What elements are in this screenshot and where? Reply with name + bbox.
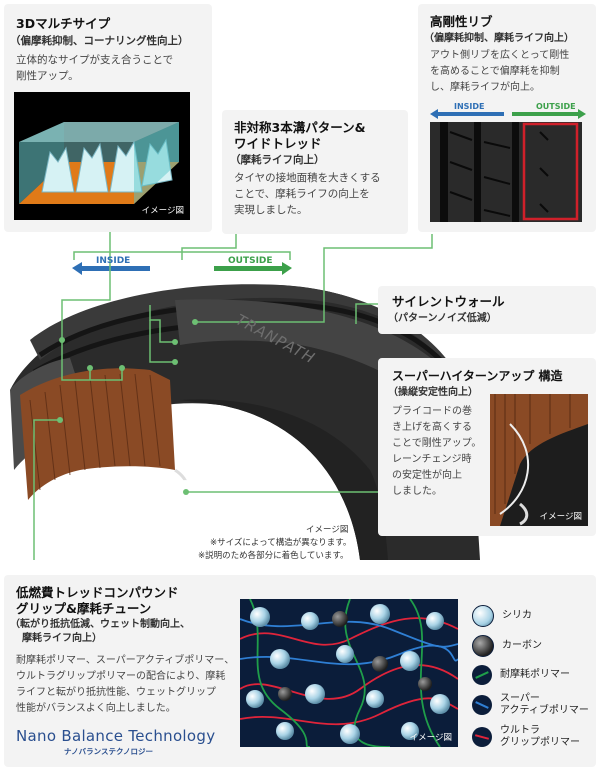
legend-label: 耐摩耗ポリマー (500, 669, 570, 680)
feature-box-compound: 低燃費トレッドコンパウンド グリップ&摩耗チューン （転がり抵抗低減、ウェット制… (4, 575, 596, 767)
tire-outside-label: OUTSIDE (228, 256, 273, 266)
feature-desc-line: を高めることで偏摩耗を抑制 (430, 66, 560, 77)
compound-illustration (240, 599, 458, 747)
feature-title: 高剛性リブ (430, 14, 493, 29)
compound-legend: シリカ カーボン 耐摩耗ポリマー スーパー アクティブポリマー (472, 601, 596, 761)
legend-label: アクティブポリマー (500, 705, 589, 716)
legend-label: シリカ (502, 610, 532, 621)
image-caption: イメージ図 (539, 512, 582, 522)
feature-subtitle: （パターンノイズ低減） (388, 313, 497, 324)
ultra-grip-polymer-icon (472, 727, 492, 747)
feature-box-rib: 高剛性リブ （偏摩耗抑制、摩耗ライフ向上） アウト側リブを広くとって剛性 を高め… (418, 4, 596, 232)
feature-title: グリップ&摩耗チューン (16, 601, 152, 616)
nano-balance-subtitle: ナノバランステクノロジー (64, 747, 154, 756)
feature-subtitle: （偏摩耗抑制、摩耗ライフ向上） (424, 33, 574, 44)
sipe-illustration (19, 122, 179, 204)
rib-direction-arrows (430, 109, 586, 119)
feature-desc-line: アウト側リブを広くとって剛性 (430, 50, 570, 61)
feature-title: 低燃費トレッドコンパウンド (16, 585, 179, 600)
feature-subtitle: （転がり抵抗低減、ウェット制動向上、 (10, 619, 190, 630)
feature-title: 3Dマルチサイプ (16, 16, 111, 31)
feature-desc-line: 剛性アップ。 (16, 70, 79, 82)
legend-item-ultra-grip-polymer: ウルトラ グリップポリマー (472, 725, 580, 749)
legend-item-super-active-polymer: スーパー アクティブポリマー (472, 693, 589, 717)
feature-desc-line: 耐摩耗ポリマー、スーパーアクティブポリマー、 (16, 655, 235, 666)
legend-item-wear-polymer: 耐摩耗ポリマー (472, 665, 570, 685)
feature-desc-line: の安定性が向上 (392, 470, 462, 481)
legend-item-carbon: カーボン (472, 635, 542, 657)
feature-subtitle: （摩耗ライフ向上） (230, 154, 325, 166)
compound-image: イメージ図 (240, 599, 458, 747)
feature-desc-line: き上げを高くする (392, 422, 472, 433)
feature-desc-line: ことで、摩耗ライフの向上を (234, 188, 370, 200)
silica-icon (472, 605, 494, 627)
tire-note-line: イメージ図 (306, 525, 349, 535)
feature-box-3d-sipe: 3Dマルチサイプ （偏摩耗抑制、コーナリング性向上） 立体的なサイプが支え合うこ… (4, 4, 212, 232)
feature-subtitle: 摩耗ライフ向上） (22, 633, 102, 644)
legend-label: ウルトラ (500, 725, 540, 736)
feature-desc-line: 立体的なサイプが支え合うことで (16, 54, 174, 66)
image-caption: イメージ図 (409, 733, 452, 743)
feature-desc-line: しました。 (392, 486, 442, 497)
feature-desc-line: ことで剛性アップ。 (392, 438, 482, 449)
tire-note-line: ※説明のため各部分に着色しています。 (198, 551, 349, 561)
sipe-3d-image: イメージ図 (14, 92, 190, 220)
wear-polymer-icon (472, 665, 492, 685)
rib-inside-label: INSIDE (454, 102, 485, 111)
rib-outside-label: OUTSIDE (536, 102, 576, 111)
feature-desc-line: し、摩耗ライフが向上。 (430, 82, 540, 93)
tire-illustration (10, 232, 480, 560)
feature-subtitle: （操縦安定性向上） (388, 387, 478, 398)
feature-title: スーパーハイターンアップ 構造 (392, 369, 563, 383)
feature-subtitle: （偏摩耗抑制、コーナリング性向上） (10, 35, 189, 47)
nano-balance-logo: Nano Balance Technology (16, 727, 216, 745)
rib-illustration (430, 122, 582, 222)
feature-title: サイレントウォール (392, 294, 505, 309)
hiturn-image: イメージ図 (490, 394, 588, 526)
feature-desc-line: レーンチェンジ時 (392, 454, 472, 465)
legend-item-silica: シリカ (472, 605, 532, 627)
tire-note-line: ※サイズによって構造が異なります。 (210, 538, 352, 548)
carbon-icon (472, 635, 494, 657)
feature-title: ワイドトレッド (234, 136, 322, 151)
feature-desc-line: 性能がバランスよく向上しました。 (16, 703, 176, 714)
feature-desc-line: ウルトラグリップポリマーの配合により、摩耗 (16, 671, 226, 682)
rib-tread-image (430, 122, 582, 222)
feature-desc-line: ライフと転がり抵抗性能、ウェットグリップ (16, 687, 216, 698)
feature-desc-line: プライコードの巻 (392, 406, 472, 417)
tire-inside-label: INSIDE (96, 256, 131, 266)
feature-box-silent-wall: サイレントウォール （パターンノイズ低減） (378, 286, 596, 334)
super-active-polymer-icon (472, 695, 492, 715)
legend-label: スーパー (500, 693, 540, 704)
image-caption: イメージ図 (141, 206, 184, 216)
feature-box-hiturn: スーパーハイターンアップ 構造 （操縦安定性向上） プライコードの巻 き上げを高… (378, 358, 596, 536)
feature-box-tread: 非対称3本溝パターン& ワイドトレッド （摩耗ライフ向上） タイヤの接地面積を大… (222, 110, 408, 234)
feature-desc-line: 実現しました。 (234, 204, 308, 216)
feature-title: 非対称3本溝パターン& (234, 120, 366, 135)
legend-label: カーボン (502, 640, 542, 651)
legend-label: グリップポリマー (500, 737, 580, 748)
hiturn-illustration (490, 394, 588, 526)
feature-desc-line: タイヤの接地面積を大きくする (234, 172, 381, 184)
